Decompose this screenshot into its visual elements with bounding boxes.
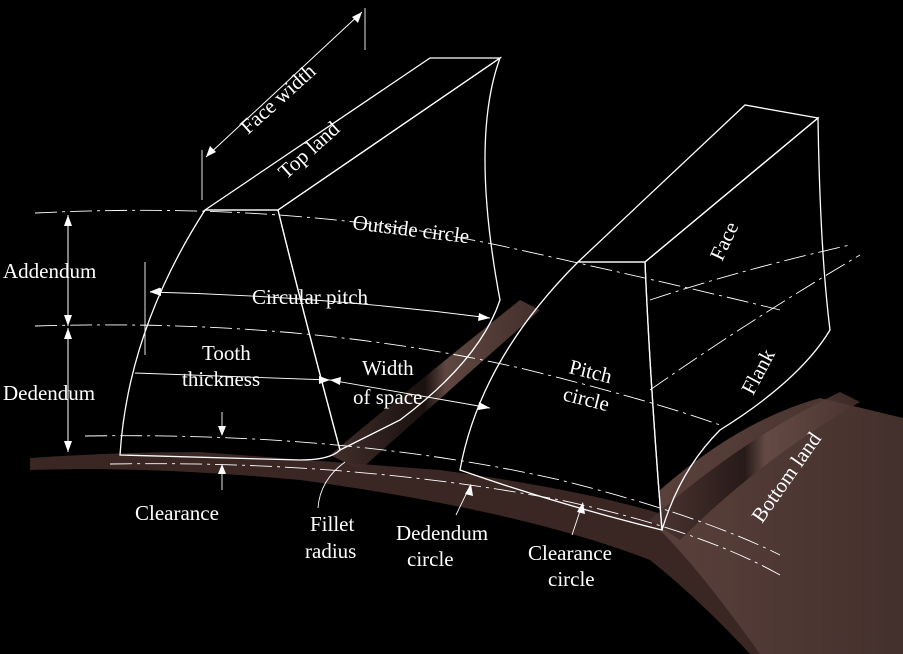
flank-label: Flank [736,344,780,398]
fillet-radius-label-2: radius [305,539,356,563]
clearance-circle-line [109,463,781,576]
face-width-arrow-right [352,12,362,23]
outside-circle-label: Outside circle [351,210,470,248]
width-of-space-label-2: of space [353,385,422,409]
width-of-space-label-1: Width [362,356,414,380]
tooth-thickness-label-1: Tooth [202,341,251,365]
pitch-circle-line [34,324,721,426]
space-groove [330,300,540,470]
tooth-thickness-arrow-right [319,376,330,384]
bottom-land-side [660,398,903,654]
face-width-arrow-left [206,146,216,157]
tooth-thickness-label-2: thickness [182,367,260,391]
circular-pitch-arrow-left-tick [149,287,161,293]
dedendum-label: Dedendum [3,381,95,405]
outside-circle-line [34,209,781,311]
right-tooth-top-land [576,104,820,263]
dedendum-circle-label-2: circle [407,547,454,571]
tooth-thickness-dim [134,372,331,381]
circular-pitch-label: Circular pitch [252,285,369,309]
right-pitch-line [649,254,861,391]
clearance-arrow [218,464,226,474]
clearance-arrow-top [218,426,226,436]
gear-rim [30,456,903,654]
width-space-dim [329,379,491,409]
clearance-circle-label-1: Clearance [528,541,612,565]
face-width-label: Face width [235,58,320,138]
dedendum-circle-arrow [465,484,473,496]
face-width-dim-line [205,11,363,158]
circular-pitch-arrow-right [478,313,490,321]
dedendum-circle-label-1: Dedendum [396,521,488,545]
flank-groove [650,392,860,540]
clearance-label: Clearance [135,501,219,525]
dedendum-circle-line [84,435,781,556]
width-space-arrow-right [478,402,490,410]
left-tooth-front [119,209,341,461]
face-label: Face [705,218,744,264]
addendum-label: Addendum [3,259,96,283]
circular-pitch-arrow-left [150,288,161,296]
left-tooth-face [277,56,502,451]
dedendum-arrow-top [64,328,72,339]
width-space-arrow-left [330,377,341,385]
fillet-radius-label-1: Fillet [310,512,355,536]
addendum-arrow-top [64,215,72,226]
right-tooth-face [644,116,831,531]
clearance-circle-label-2: circle [548,567,595,591]
top-land-label: Top land [273,116,344,184]
circular-pitch-arc [149,291,491,319]
fillet-leader [317,461,346,509]
clearance-circle-arrow [577,502,585,514]
dedendum-arrow-bottom [64,441,72,452]
right-outside-line [649,244,851,301]
addendum-arrow-bottom [64,315,72,326]
